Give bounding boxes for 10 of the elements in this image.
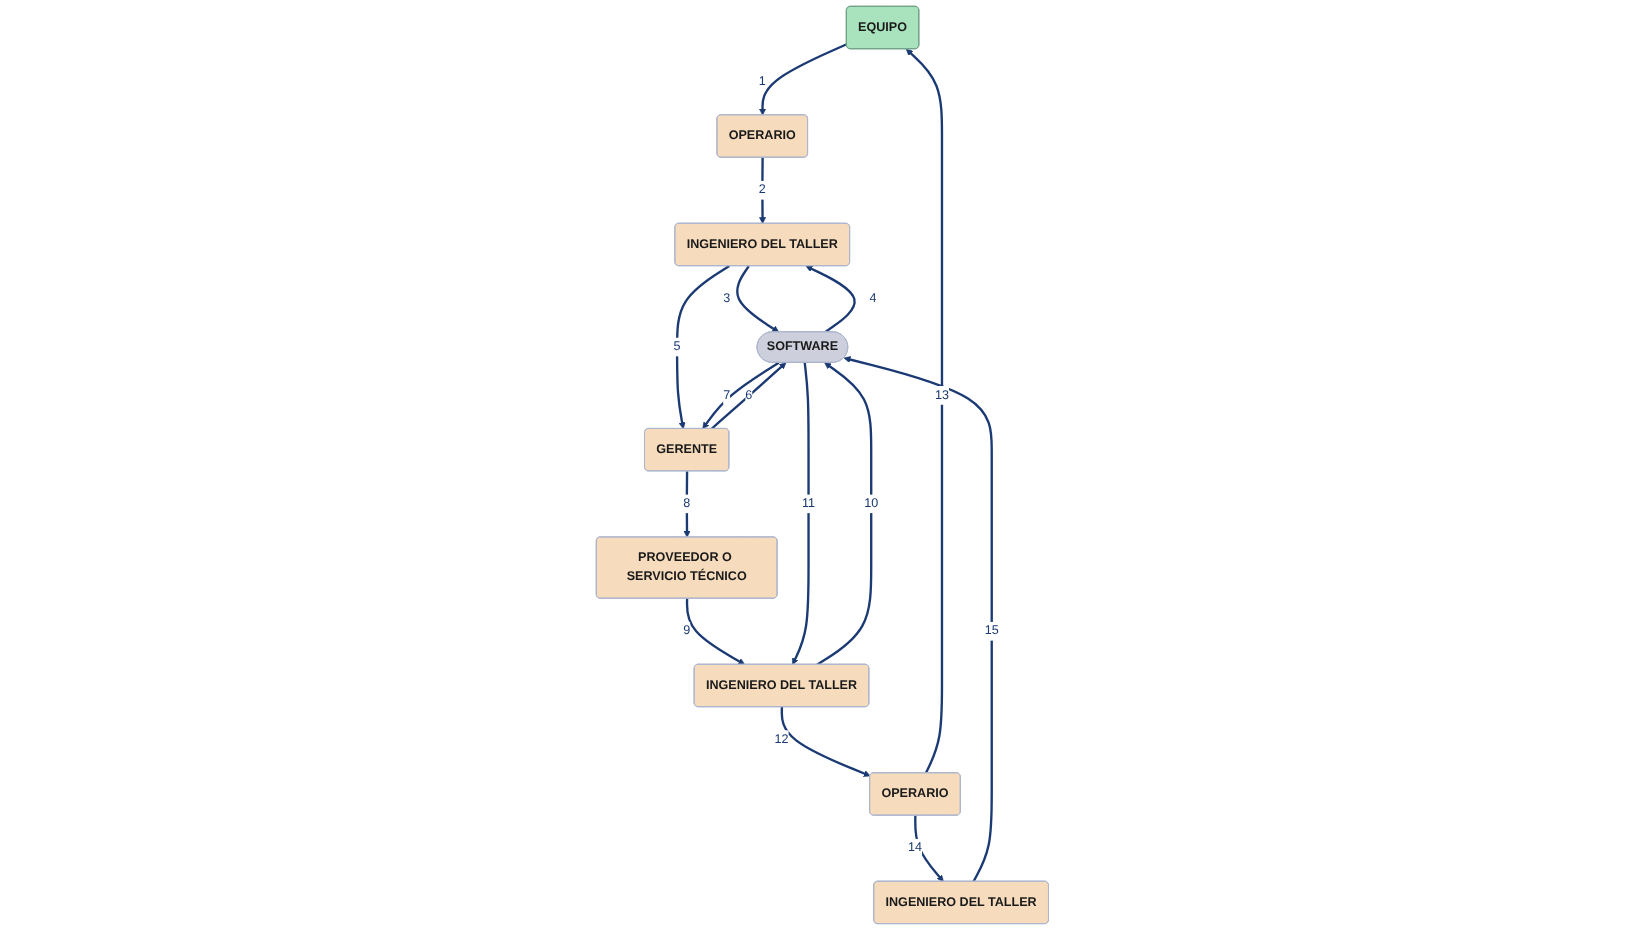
arrow [676,265,731,430]
arrow [906,48,944,774]
arrow [781,707,872,777]
arrow [686,598,746,665]
arrow [759,157,767,224]
arrow [816,362,873,666]
arrow [759,43,848,116]
arrow [806,265,857,334]
arrow [792,362,811,665]
arrow [736,265,780,333]
